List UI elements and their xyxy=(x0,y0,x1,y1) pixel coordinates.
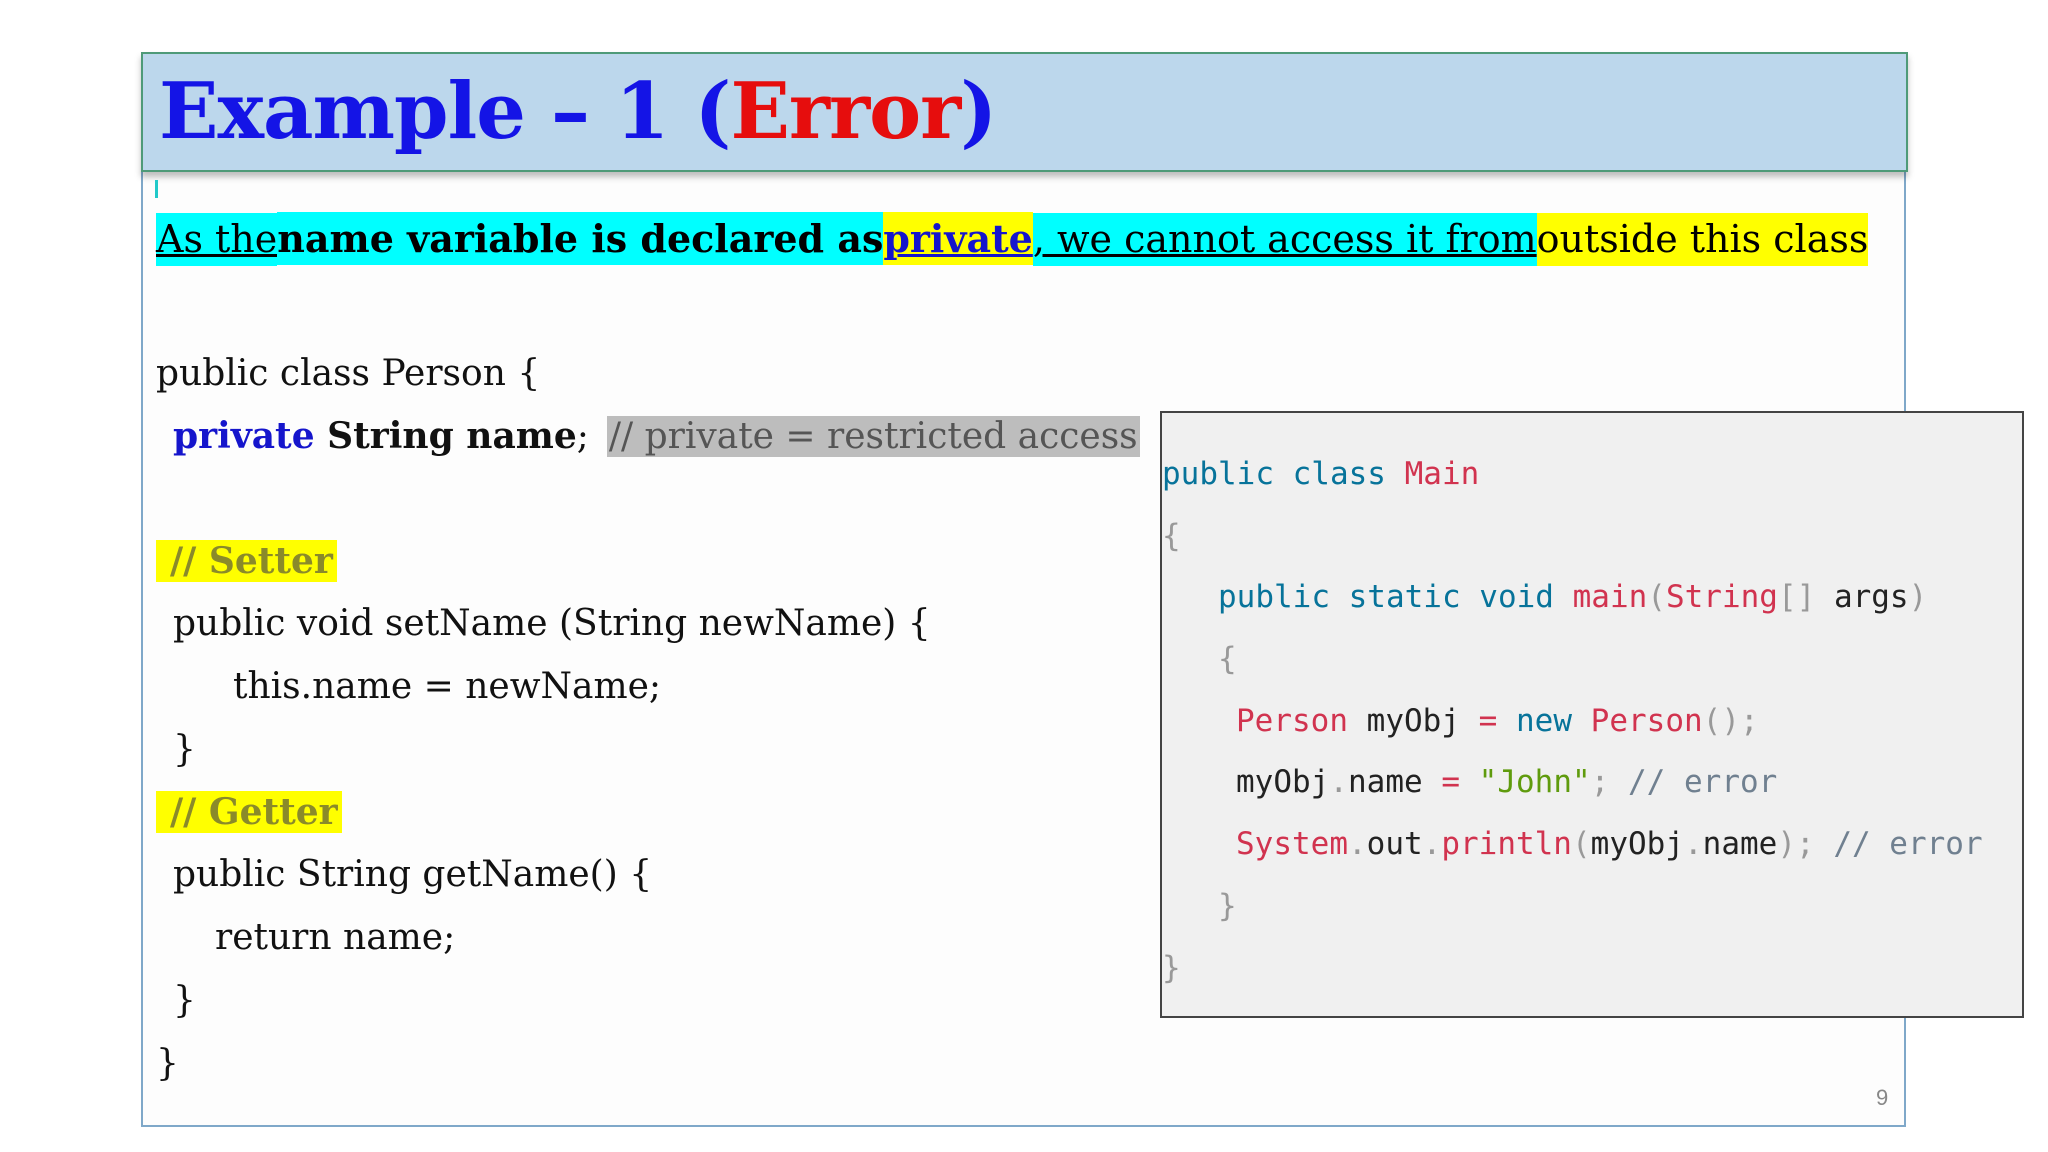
text-cursor xyxy=(155,180,158,198)
code-main-open: { xyxy=(1162,518,1181,554)
code-main-decl: public class Main xyxy=(1162,456,1480,492)
title-bar: Example – 1 (Error) xyxy=(141,52,1908,172)
comment-private: // private = restricted access xyxy=(606,416,1140,457)
code-line-field: private String name;// private = restric… xyxy=(173,415,1140,457)
title-error-word: Error xyxy=(730,66,961,157)
sentence-part-5: outside this class xyxy=(1536,213,1869,266)
code-line-assign-error: myObj.name = "John"; // error xyxy=(1236,764,1778,800)
sentence-part-1: As the xyxy=(156,213,278,266)
code-main-method: public static void main(String[] args) xyxy=(1218,579,1928,615)
code-line-setter-close: } xyxy=(173,729,196,770)
sentence-part-4: , we cannot access it from xyxy=(1032,213,1537,266)
code-line-setter: public void setName (String newName) { xyxy=(173,603,931,644)
main-code-box: public class Main { public static void m… xyxy=(1160,411,2024,1018)
code-line-getter-close: } xyxy=(173,980,196,1021)
slide-title: Example – 1 (Error) xyxy=(159,66,997,157)
sentence-part-2: name variable is declared as xyxy=(277,212,884,265)
code-line-setter-body: this.name = newName; xyxy=(233,666,662,707)
code-line-getter-body: return name; xyxy=(215,917,456,958)
comment-getter: // Getter xyxy=(156,788,342,837)
explanation-sentence: As the name variable is declared as priv… xyxy=(156,212,1869,266)
code-method-close: } xyxy=(1218,888,1237,924)
sentence-private-word: private xyxy=(883,212,1033,265)
code-line-class-close: } xyxy=(156,1043,179,1084)
page-number: 9 xyxy=(1876,1085,1889,1110)
code-line-new-person: Person myObj = new Person(); xyxy=(1236,703,1759,739)
code-line-class-decl: public class Person { xyxy=(156,353,541,394)
code-method-open: { xyxy=(1218,641,1237,677)
code-line-print-error: System.out.println(myObj.name); // error xyxy=(1236,826,1983,862)
comment-setter: // Setter xyxy=(156,537,337,586)
code-line-getter: public String getName() { xyxy=(173,854,653,895)
code-main-close: } xyxy=(1162,950,1181,986)
